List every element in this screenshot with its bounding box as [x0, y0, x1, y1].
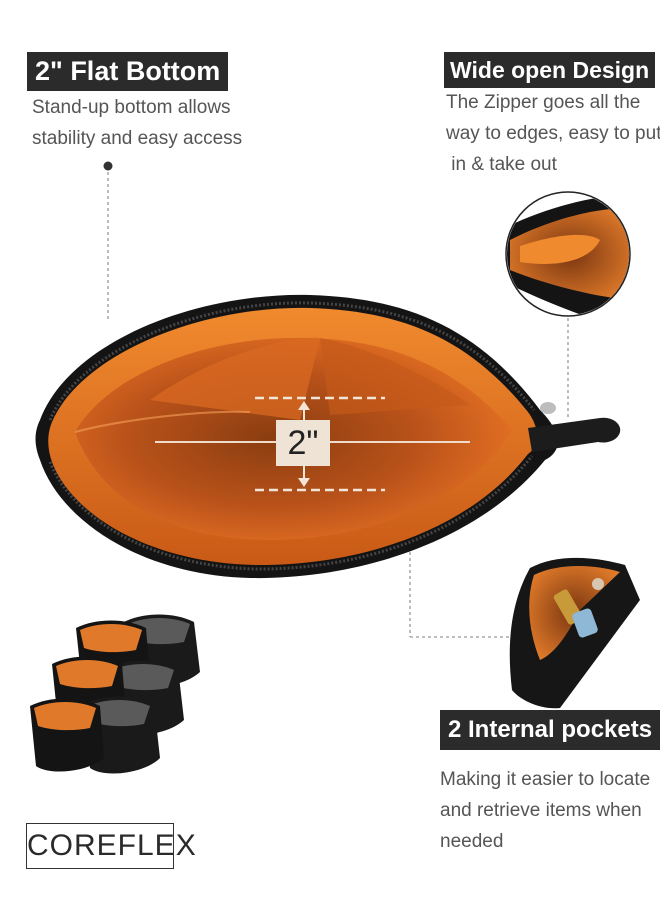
wide-open-line-3: in & take out	[446, 154, 557, 175]
wide-open-line-1: The Zipper goes all the	[446, 92, 641, 113]
measurement-label: 2"	[276, 420, 330, 466]
internal-pockets-line-3: needed	[440, 831, 504, 852]
internal-pockets-line-1: Making it easier to locate	[440, 769, 651, 790]
brand-logo: COREFLEX	[26, 823, 196, 869]
flat-bottom-title: 2" Flat Bottom	[27, 52, 229, 92]
wide-open-description: The Zipper goes all the way to edges, ea…	[446, 87, 660, 180]
flat-bottom-description: Stand-up bottom allows stability and eas…	[32, 92, 242, 154]
internal-pockets-line-2: and retrieve items when	[440, 800, 642, 821]
pocket-pouch	[509, 557, 640, 709]
internal-pockets-title: 2 Internal pockets	[440, 710, 660, 750]
flat-bottom-line-2: stability and easy access	[32, 128, 243, 149]
pouch-stack	[30, 614, 200, 774]
flat-bottom-line-1: Stand-up bottom allows	[32, 97, 231, 118]
callout-leader-right-bottom	[409, 540, 510, 638]
internal-pockets-description: Making it easier to locate and retrieve …	[440, 764, 650, 857]
wide-open-line-2: way to edges, easy to put	[446, 123, 660, 144]
callout-leader-left	[103, 161, 113, 320]
zipper-edge-closeup	[505, 191, 631, 317]
wide-open-title: Wide open Design	[444, 52, 656, 89]
